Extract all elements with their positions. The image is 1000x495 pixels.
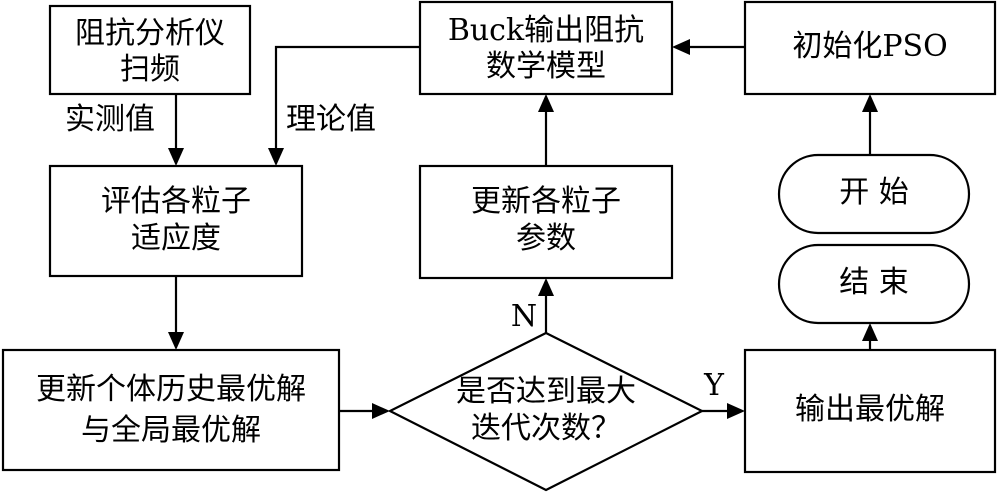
- buck-model-node: Buck输出阻抗 数学模型: [418, 0, 674, 96]
- arrow-init-to-model: [672, 39, 745, 55]
- init-pso-node: 初始化PSO: [743, 0, 997, 96]
- end-node: 结 束: [777, 243, 971, 325]
- arrow-update-params-to-model: [538, 94, 554, 166]
- init-pso-label: 初始化PSO: [792, 29, 947, 64]
- output-best-node: 输出最优解: [743, 348, 997, 474]
- measured-value-label: 实测值: [65, 102, 155, 137]
- end-label: 结 束: [839, 265, 909, 300]
- arrow-decision-to-update-params: [538, 278, 554, 333]
- decision-line1: 是否达到最大: [456, 374, 636, 409]
- impedance-analyzer-line2: 扫频: [120, 52, 180, 87]
- update-params-node: 更新各粒子 参数: [418, 164, 674, 280]
- output-best-label: 输出最优解: [795, 392, 945, 427]
- buck-model-line2: 数学模型: [486, 49, 606, 84]
- start-label: 开 始: [839, 175, 909, 210]
- update-best-node: 更新个体历史最优解 与全局最优解: [1, 348, 341, 472]
- arrow-model-to-evaluate: [268, 45, 420, 166]
- arrow-evaluate-to-update-best: [168, 276, 184, 350]
- evaluate-fitness-line1: 评估各粒子: [101, 184, 251, 219]
- decision-node: 是否达到最大 迭代次数？: [387, 331, 705, 492]
- update-params-line2: 参数: [516, 221, 576, 256]
- update-best-line2: 与全局最优解: [81, 413, 261, 448]
- decision-line2: 迭代次数？: [471, 411, 621, 446]
- arrow-start-to-init: [862, 94, 878, 155]
- no-label: N: [511, 299, 537, 334]
- arrow-update-best-to-decision: [339, 403, 390, 419]
- arrow-analyzer-to-evaluate: [168, 94, 184, 166]
- impedance-analyzer-node: 阻抗分析仪 扫频: [48, 4, 252, 96]
- theoretical-value-label: 理论值: [286, 102, 376, 137]
- update-best-line1: 更新个体历史最优解: [36, 372, 306, 407]
- evaluate-fitness-node: 评估各粒子 适应度: [48, 164, 304, 278]
- arrow-output-to-end: [862, 323, 878, 350]
- update-params-line1: 更新各粒子: [471, 184, 621, 219]
- evaluate-fitness-line2: 适应度: [131, 221, 221, 256]
- start-node: 开 始: [777, 153, 971, 235]
- arrow-decision-to-output: [702, 403, 745, 419]
- buck-model-line1: Buck输出阻抗: [448, 13, 644, 48]
- impedance-analyzer-line1: 阻抗分析仪: [75, 16, 225, 51]
- yes-label: Y: [703, 368, 725, 403]
